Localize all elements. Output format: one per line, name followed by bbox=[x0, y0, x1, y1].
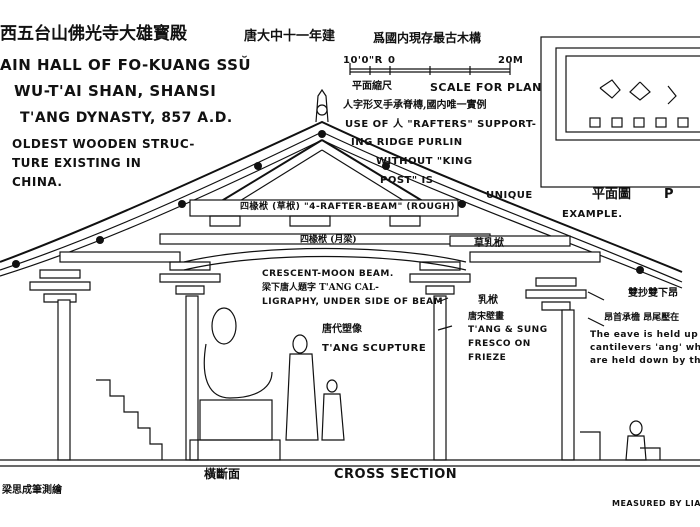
fresco-label-line-3: FRESCO ON bbox=[468, 339, 531, 349]
floor-plan-box bbox=[540, 36, 700, 188]
crescent-beam-line-2: 梁下唐人題字 T'ANG CAL- bbox=[262, 283, 379, 293]
plan-label-english: P bbox=[664, 187, 675, 202]
rafters-note-line-2: ING RIDGE PURLIN bbox=[351, 137, 463, 148]
annotation-leaders bbox=[437, 291, 605, 331]
eave-label-chinese-2: 昂首承檐 昂尾壓在 bbox=[604, 313, 680, 323]
eave-note-line-2: cantilevers 'ang' whose bbox=[590, 343, 700, 353]
eave-label-chinese-1: 雙抄雙下昂 bbox=[628, 288, 678, 299]
cross-section-label-chinese: 橫斷面 bbox=[204, 467, 241, 481]
title-english-line-2: WU-T'AI SHAN, SHANSI bbox=[14, 82, 217, 100]
oldest-note-line-2: TURE EXISTING IN bbox=[12, 156, 142, 170]
sculptures bbox=[203, 307, 647, 461]
eave-note-line-3: are held down by the bbox=[590, 356, 700, 366]
columns bbox=[57, 295, 575, 461]
sculpture-label-english: T'ANG SCUPTURE bbox=[322, 343, 427, 354]
crescent-beam-line-1: CRESCENT-MOON BEAM. bbox=[262, 269, 394, 279]
four-rafter-beam-label: 四椽栿 (草栿) "4-RAFTER-BEAM" (ROUGH) bbox=[240, 202, 455, 212]
title-chinese: 西五台山佛光寺大雄寳殿 bbox=[0, 24, 187, 44]
fresco-label-line-2: T'ANG & SUNG bbox=[468, 325, 548, 335]
roof bbox=[0, 88, 683, 289]
title-english-line-3: T'ANG DYNASTY, 857 A.D. bbox=[20, 110, 233, 126]
sculpture-label-chinese: 唐代塑像 bbox=[322, 324, 362, 335]
scale-right-label: 20M bbox=[498, 55, 524, 66]
ru-beam-label: 乳栿 bbox=[478, 295, 498, 306]
fresco-label-line-4: FRIEZE bbox=[468, 353, 507, 363]
measured-by-credit: MEASURED BY LIAN bbox=[612, 499, 700, 508]
rafters-note-line-3: WITHOUT "KING bbox=[376, 156, 473, 167]
title-english-line-1: AIN HALL OF FO-KUANG SSŬ bbox=[0, 56, 252, 74]
eave-note-line-1: The eave is held up by bbox=[590, 330, 700, 340]
note-chinese: 爲國内現存最古木構 bbox=[373, 31, 482, 45]
cross-section-label-english: CROSS SECTION bbox=[334, 467, 458, 482]
fresco-label-line-1: 唐宋壁畫 bbox=[468, 312, 505, 322]
rafters-note-line-1: USE OF 人 "RAFTERS" SUPPORT- bbox=[345, 119, 537, 130]
scale-left-label: 10'0"R bbox=[343, 55, 383, 66]
scale-bar bbox=[349, 63, 511, 75]
scale-caption-chinese: 平面縮尺 bbox=[352, 81, 392, 92]
rafters-note-line-4: POST" IS bbox=[380, 175, 434, 186]
oldest-note-line-3: CHINA. bbox=[12, 175, 63, 189]
cao-ru-beam-label: 草乳栿 bbox=[474, 238, 504, 249]
bracket-sets bbox=[29, 215, 587, 311]
rafters-note-example: EXAMPLE. bbox=[562, 209, 623, 220]
crescent-beam-line-3: LIGRAPHY, UNDER SIDE OF BEAM bbox=[262, 297, 444, 307]
date-chinese: 唐大中十一年建 bbox=[244, 29, 336, 44]
rafters-note-unique: UNIQUE bbox=[486, 190, 533, 201]
scale-caption-english: SCALE FOR PLAN bbox=[430, 81, 542, 94]
rafters-note-chinese: 人字形叉手承脊槫,國内唯一實例 bbox=[343, 100, 487, 111]
plan-label-chinese: 平面圖 bbox=[592, 187, 632, 202]
scale-zero-label: 0 bbox=[388, 55, 396, 66]
credit-chinese: 梁思成筆測繪 bbox=[2, 485, 62, 496]
oldest-note-line-1: OLDEST WOODEN STRUC- bbox=[12, 137, 195, 151]
four-rafter-crescent-label: 四椽栿 (月梁) bbox=[300, 235, 357, 245]
platform-steps bbox=[0, 379, 700, 467]
beams bbox=[59, 199, 601, 271]
plan-column-grid bbox=[589, 79, 689, 128]
